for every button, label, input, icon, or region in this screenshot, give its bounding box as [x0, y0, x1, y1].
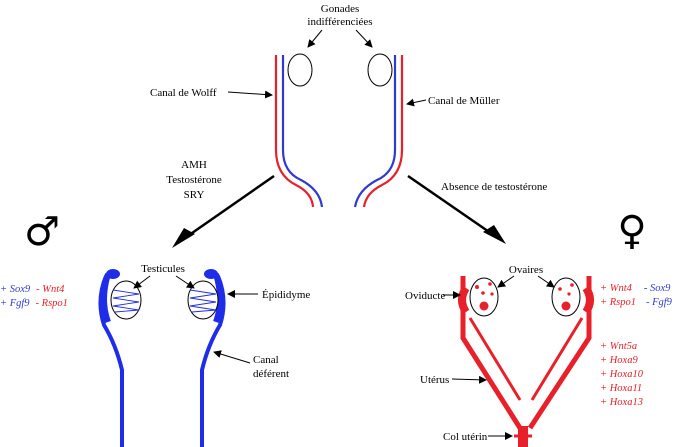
female-gene-row2: + Rspo1- Fgf9 — [600, 297, 673, 308]
follicle-l1 — [479, 301, 489, 311]
absence-label: Absence de testostérone — [441, 181, 547, 193]
female-tract: Ovaires Oviducte Utérus Col utérin — [405, 264, 594, 447]
gonade-arrow-right — [355, 29, 373, 48]
ovaires-label: Ovaires — [509, 264, 543, 276]
male-arrow — [181, 174, 275, 242]
male-gene-row1: + Sox9- Wnt4 — [0, 284, 65, 295]
testicules-arrow-right — [175, 275, 195, 289]
gonade-arrow-left — [307, 29, 323, 48]
canal-deferent-label-1: Canal — [253, 354, 279, 366]
hox-gene-1: + Wnt5a — [600, 341, 637, 352]
tubules-right — [189, 289, 217, 313]
female-gene-row1: + Wnt4- Sox9 — [600, 283, 671, 294]
ovaires-arrow-right — [537, 275, 555, 288]
follicle-r4 — [567, 292, 571, 296]
wolff-duct-left — [281, 55, 324, 208]
canal-muller-label: Canal de Müller — [428, 95, 500, 107]
col-label: Col utérin — [443, 431, 488, 443]
wolff-duct-right — [353, 55, 397, 208]
canal-deferent-label-2: déférent — [253, 368, 289, 380]
gonades-label: Gonades — [321, 3, 360, 15]
hox-gene-4: + Hoxa11 — [600, 383, 642, 394]
gonad-left — [287, 53, 313, 87]
canal-wolff-label: Canal de Wolff — [150, 87, 217, 99]
uterine-horn-left — [460, 276, 523, 430]
female-arrowhead — [483, 225, 506, 244]
sry-label: SRY — [184, 189, 205, 201]
ovary-right — [551, 277, 581, 317]
tubules-left — [112, 289, 140, 313]
epididymis-head-left — [106, 269, 120, 279]
follicle-l3 — [488, 282, 492, 286]
hox-gene-2: + Hoxa9 — [600, 355, 638, 366]
epididymis-left — [101, 273, 111, 324]
ovaires-arrow-left — [497, 275, 515, 288]
female-arrow — [407, 174, 496, 238]
epididymis-right — [213, 273, 223, 324]
gonades-label-2: indifférenciées — [307, 16, 372, 28]
follicle-l5 — [490, 292, 494, 296]
uterus-label: Utérus — [420, 374, 449, 386]
hox-gene-3: + Hoxa10 — [600, 369, 644, 380]
follicle-l4 — [481, 291, 485, 295]
female-gene-list: + Wnt4- Sox9 + Rspo1- Fgf9 + Wnt5a + Hox… — [600, 283, 673, 408]
gonad-right — [367, 53, 393, 87]
testosterone-label: Testostérone — [166, 174, 222, 186]
male-tract: Testicules Épididyme Canal déférent — [98, 263, 310, 447]
canal-muller-arrow — [406, 98, 427, 107]
uterine-horn-left-inner — [468, 317, 522, 401]
oviducte-label: Oviducte — [405, 290, 445, 302]
male-arrowhead — [172, 228, 195, 248]
canal-deferent-arrow — [213, 350, 251, 364]
male-gene-row2: + Fgf9- Rspo1 — [0, 298, 68, 309]
muller-duct-right — [362, 55, 404, 208]
canal-wolff-arrow — [227, 90, 273, 99]
undifferentiated-stage: Gonades indifférenciées Canal de Wolff C… — [150, 3, 500, 208]
uterus-arrow — [451, 375, 487, 384]
follicle-r3 — [570, 283, 574, 287]
testicules-arrow-left — [133, 275, 151, 289]
testicules-label: Testicules — [141, 263, 185, 275]
female-symbol: ♀ — [617, 208, 646, 254]
male-symbol: ♂ — [24, 209, 60, 255]
differentiation-arrows: AMH Testostérone SRY Absence de testosté… — [166, 159, 547, 248]
uterine-horn-right — [527, 276, 592, 430]
follicle-l2 — [475, 285, 479, 289]
follicle-r2 — [558, 287, 562, 291]
amh-label: AMH — [181, 159, 207, 171]
epididymis-head-right — [204, 269, 218, 279]
hox-gene-5: + Hoxa13 — [600, 397, 643, 408]
epididyme-label: Épididyme — [262, 289, 310, 301]
male-gene-list: + Sox9- Wnt4 + Fgf9- Rspo1 — [0, 284, 68, 309]
uterine-horn-right-inner — [530, 317, 584, 401]
muller-duct-left — [274, 55, 315, 208]
follicle-r1 — [561, 301, 571, 311]
